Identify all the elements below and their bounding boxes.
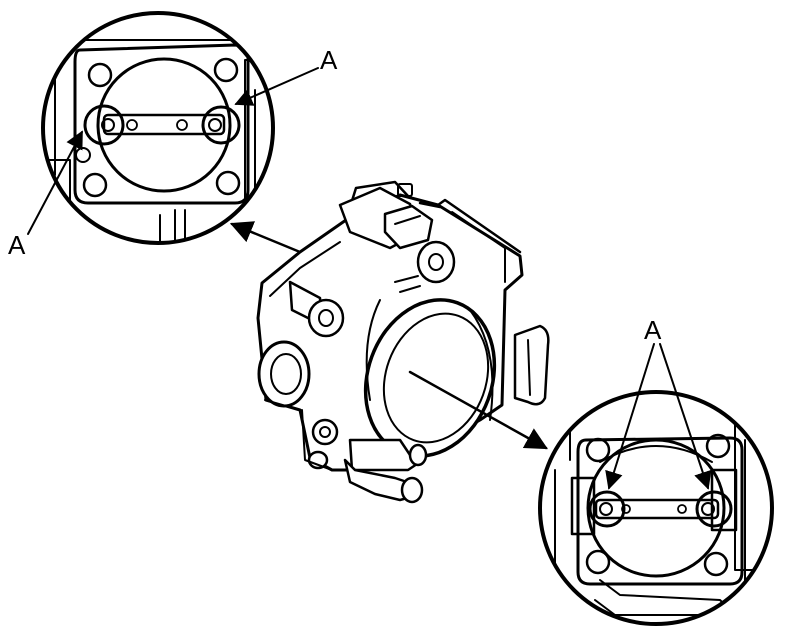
leader-line-left <box>27 130 83 235</box>
leader-line-right-1 <box>605 343 655 490</box>
callout-label-a-top: A <box>320 45 338 75</box>
detail-view-upper-left <box>41 11 275 245</box>
leader-line-right-2 <box>659 343 712 490</box>
arrow-to-lower-detail <box>408 370 548 450</box>
arrow-to-upper-detail <box>229 221 302 254</box>
callout-label-a-right: A <box>644 315 662 345</box>
leader-line-top <box>234 67 319 106</box>
throttle-body <box>256 180 550 504</box>
sensor-connector <box>338 183 434 250</box>
callout-label-a-left: A <box>8 230 26 260</box>
detail-view-lower-right <box>538 390 774 626</box>
